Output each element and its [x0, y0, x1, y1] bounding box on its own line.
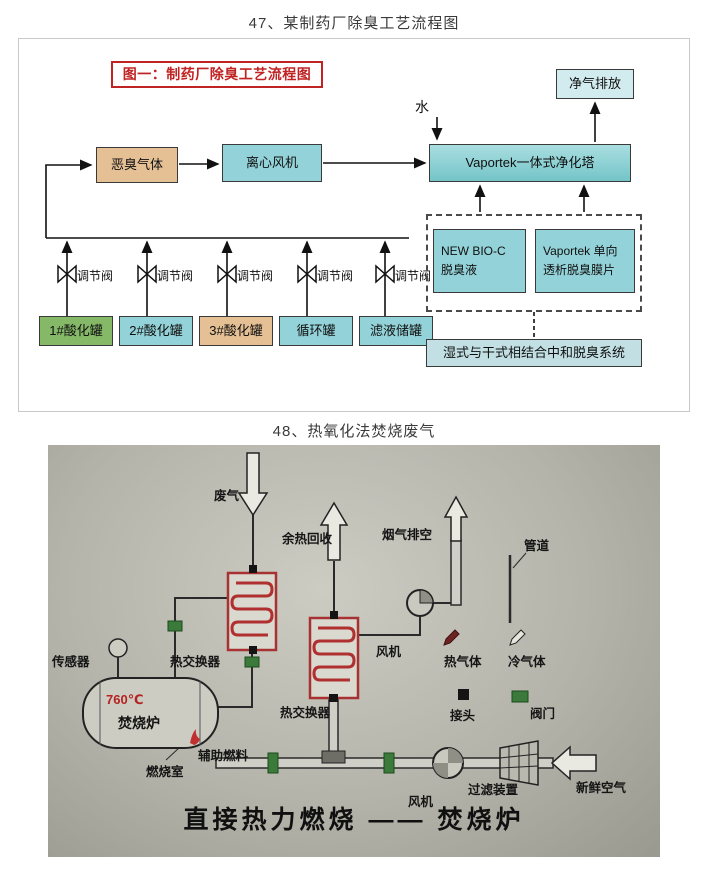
joint-icon	[249, 565, 257, 573]
system-caption-box: 湿式与干式相结合中和脱臭系统	[426, 339, 642, 367]
waste-gas-label: 废气	[214, 489, 240, 503]
joint-icon	[249, 646, 257, 654]
tank-box-3: 3#酸化罐	[199, 316, 273, 346]
hx2-to-fan-pipe	[358, 617, 421, 636]
green-valves	[167, 620, 529, 774]
tank-box-4: 循环罐	[279, 316, 353, 346]
temperature-label: 760℃	[106, 692, 144, 707]
valve-icon	[225, 264, 237, 284]
valve-label-2: 调节阀	[157, 269, 194, 283]
dosing-dashed-box	[426, 214, 642, 312]
incinerator-label: 焚烧炉	[118, 715, 160, 731]
heat-exchanger-1-label: 热交换器	[170, 655, 221, 669]
combustion-leader	[165, 746, 181, 761]
diagram-47-lines	[45, 101, 601, 337]
joints	[249, 565, 469, 702]
hot-gas-icon	[443, 629, 460, 646]
heat-recovery-arrow-icon	[319, 501, 349, 561]
heat-exchanger-2-icon	[308, 616, 360, 700]
tank-box-5: 滤液储罐	[359, 316, 433, 346]
water-label: 水	[415, 99, 429, 115]
clean-gas-outlet-box: 净气排放	[556, 69, 634, 99]
odor-gas-box: 恶臭气体	[96, 147, 178, 183]
diagram-48-panel: 废气 余热回收 烟气排空 管道 热交换器 热交换器 传感器 760℃ 焚烧炉 辅…	[48, 445, 660, 857]
bio-liquid-box: NEW BIO-C 脱臭液	[433, 229, 526, 293]
valve-icon	[217, 264, 229, 284]
valve-icon	[145, 264, 157, 284]
valve-legend-icon	[511, 690, 529, 703]
valve-icon	[375, 264, 387, 284]
valve-symbols	[57, 264, 395, 284]
valve-icon	[383, 752, 395, 774]
manifold-to-odor-arrow	[45, 159, 93, 238]
figure-title: 图一：制药厂除臭工艺流程图	[111, 61, 323, 88]
flame-icon	[190, 729, 200, 745]
valve-icon	[137, 264, 149, 284]
fresh-air-label: 新鲜空气	[576, 781, 627, 795]
filter-device-icon	[499, 740, 539, 786]
diagram-48-drawing	[82, 452, 597, 786]
pipes	[117, 515, 527, 761]
fan-top-label: 风机	[376, 645, 402, 659]
pipe-legend-label: 管道	[524, 539, 550, 553]
hot-gas-label: 热气体	[444, 655, 482, 669]
tank-box-2: 2#酸化罐	[119, 316, 193, 346]
purification-tower-box: Vaportek一体式净化塔	[429, 144, 631, 182]
bio-liquid-line1: NEW BIO-C	[441, 244, 506, 259]
valve-label-4: 调节阀	[317, 269, 354, 283]
valve-label-1: 调节阀	[77, 269, 114, 283]
heat-exchanger-2-label: 热交换器	[280, 706, 331, 720]
flue-exhaust-arrow-icon	[443, 495, 469, 542]
valve-label: 阀门	[530, 707, 556, 721]
waste-gas-arrow-icon	[237, 452, 269, 517]
valve-icon	[305, 264, 317, 284]
membrane-box: Vaportek 单向 透析脱臭膜片	[535, 229, 635, 293]
hx1-to-incinerator-pipe	[216, 650, 253, 708]
heat-recovery-label: 余热回收	[282, 532, 333, 546]
heat-exchanger-1-icon	[226, 571, 278, 652]
cold-gas-label: 冷气体	[508, 655, 546, 669]
fan-bottom-label: 风机	[408, 795, 434, 809]
joint-icon	[330, 611, 338, 619]
centrifugal-fan-box: 离心风机	[222, 144, 322, 182]
valve-icon	[267, 752, 279, 774]
section-title-48: 48、热氧化法焚烧废气	[272, 423, 436, 440]
section-title-47: 47、某制药厂除臭工艺流程图	[248, 15, 460, 32]
valve-icon	[297, 264, 309, 284]
fresh-air-arrow-icon	[550, 745, 597, 781]
combustion-chamber-label: 燃烧室	[146, 765, 184, 779]
joint-icon	[329, 694, 338, 702]
valve-label-5: 调节阀	[395, 269, 432, 283]
joint-legend-icon	[458, 689, 469, 700]
filter-device-label: 过滤装置	[468, 783, 519, 797]
bio-liquid-line2: 脱臭液	[441, 263, 478, 277]
membrane-line1: Vaportek 单向	[543, 244, 618, 259]
diagram-48-caption: 直接热力燃烧 —— 焚烧炉	[183, 806, 525, 834]
incinerator-to-hx1-pipe	[174, 597, 228, 678]
fan-top-icon	[406, 589, 434, 617]
flue-exhaust-label: 烟气排空	[382, 528, 433, 542]
membrane-line2: 透析脱臭膜片	[543, 263, 616, 277]
sensor-label: 传感器	[52, 655, 90, 669]
incinerator-body	[82, 677, 219, 749]
cold-gas-icon	[509, 629, 526, 646]
sensor-icon	[108, 638, 128, 658]
valve-icon	[65, 264, 77, 284]
valve-icon	[57, 264, 69, 284]
diagram-47-panel: 图一：制药厂除臭工艺流程图 净气排放 水 Vaportek一体式净化塔 恶臭气体…	[18, 38, 690, 412]
auxiliary-fuel-label: 辅助燃料	[198, 749, 249, 763]
valve-icon	[244, 656, 260, 668]
valve-icon	[383, 264, 395, 284]
fan-bottom-icon	[432, 747, 464, 779]
tee-fitting	[321, 750, 346, 764]
joint-label: 接头	[450, 709, 476, 723]
tank-box-1: 1#酸化罐	[39, 316, 113, 346]
valve-label-3: 调节阀	[237, 269, 274, 283]
pipe-legend-leader	[512, 552, 527, 569]
valve-icon	[167, 620, 183, 632]
chimney-pipe	[450, 539, 462, 606]
